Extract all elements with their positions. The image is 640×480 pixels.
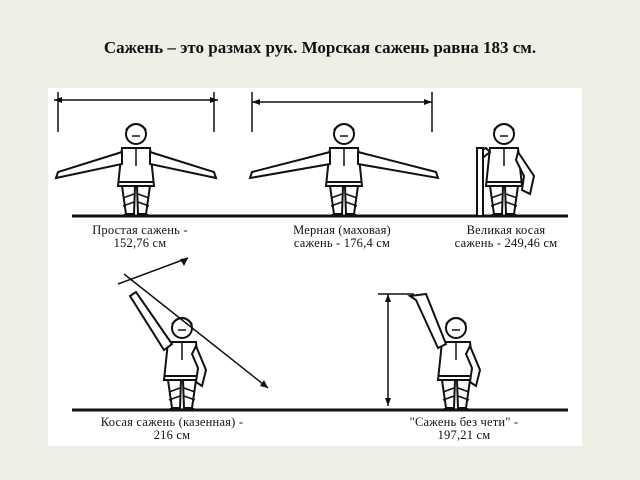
caption-line: "Сажень без чети" -: [409, 415, 519, 429]
caption-line: Косая сажень (казенная) -: [100, 415, 244, 429]
caption-line: Великая косая: [466, 223, 546, 237]
caption-value: сажень - 249,46 см: [454, 236, 558, 250]
caption-line: Простая сажень -: [92, 223, 188, 237]
figure-great-oblique-fathom: [476, 123, 536, 217]
caption-oblique-fathom: Косая сажень (казенная) - 216 см: [62, 416, 282, 442]
measurement-drawing: [54, 92, 568, 412]
figure-swing-fathom: [248, 92, 440, 217]
caption-value: 197,21 см: [437, 428, 491, 442]
caption-line: Мерная (маховая): [293, 223, 391, 237]
figure-simple-fathom: [54, 92, 218, 217]
caption-fathom-without-quarter: "Сажень без чети" - 197,21 см: [364, 416, 564, 442]
caption-simple-fathom: Простая сажень - 152,76 см: [56, 224, 224, 250]
caption-value: 152,76 см: [113, 236, 167, 250]
figure-fathom-without-quarter: [378, 292, 482, 411]
caption-value: сажень - 176,4 см: [293, 236, 391, 250]
caption-swing-fathom: Мерная (маховая) сажень - 176,4 см: [254, 224, 430, 250]
caption-great-oblique-fathom: Великая косая сажень - 249,46 см: [432, 224, 580, 250]
caption-value: 216 см: [153, 428, 191, 442]
figure-oblique-fathom: [117, 257, 269, 411]
slide-title: Сажень – это размах рук. Морская сажень …: [103, 38, 537, 57]
measurement-illustration: Простая сажень - 152,76 см Мерная (махов…: [48, 88, 582, 446]
